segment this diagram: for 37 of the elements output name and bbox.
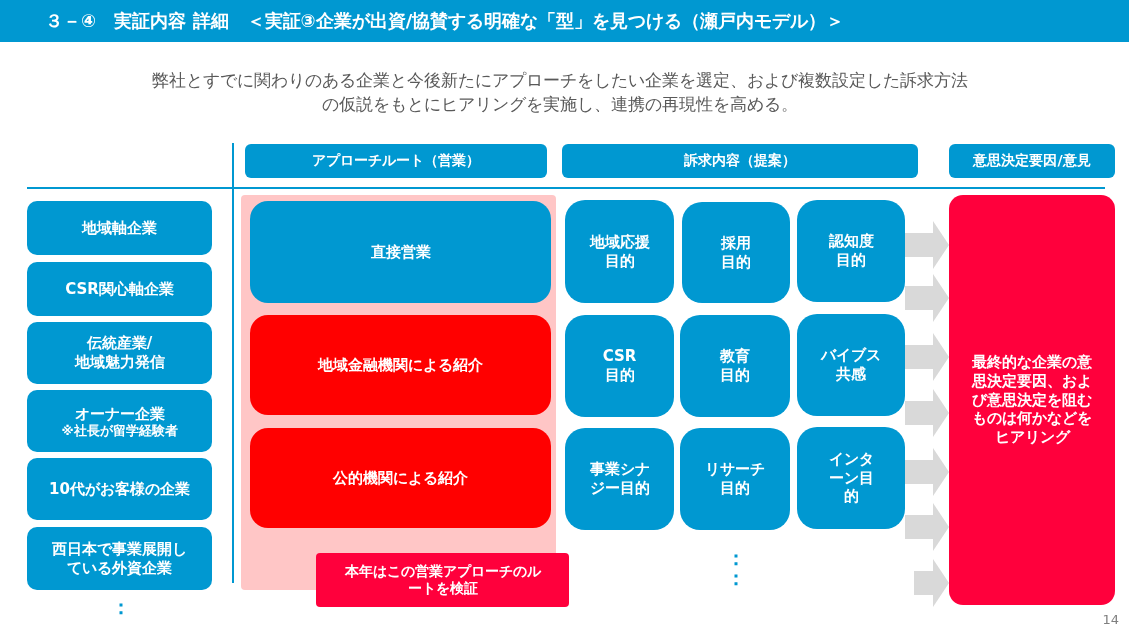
arrow [905,221,949,269]
appeal-box: リサーチ目的 [680,428,790,530]
subtitle: 弊社とすでに関わりのある企業と今後新たにアプローチをしたい企業を選定、および複数設定した訴求方法の仮説をもとにヒアリングを実施し、連携の再現性を高める。 [151,69,969,116]
category-box: CSR関心軸企業 [27,262,212,316]
category-box [27,390,212,452]
note-box: 本年はこの営業アプローチのルートを検証 [316,553,569,607]
route-box: 公的機関による紹介 [250,428,551,528]
arrow [905,448,949,496]
route-box: 直接営業 [250,201,551,303]
arrow [905,389,949,437]
column-header: 訴求内容（提案） [562,144,918,178]
appeal-box: CSR目的 [565,315,674,417]
category-box: 地域軸企業 [27,201,212,255]
arrow [905,274,949,322]
box-note: ※社長が留学経験者 [61,422,178,438]
appeal-box: 事業シナジー目的 [565,428,674,530]
appeal-box: 教育目的 [680,315,790,417]
appeal-box: インターン目的 [797,427,905,529]
appeal-box: 地域応援目的 [565,200,674,303]
appeal-box: 認知度目的 [797,200,905,302]
appeal-box: 採用目的 [682,202,790,303]
column-header: 意思決定要因/意見 [949,144,1115,178]
box-heading: オーナー企業 [74,404,165,423]
continuation-dots: ：： [725,548,747,588]
route-box: 地域金融機関による紹介 [250,315,551,415]
continuation-dots: ： [110,596,132,618]
appeal-box: バイブス共感 [797,314,905,416]
arrow [905,503,949,551]
page-number: 14 [1102,612,1119,628]
category-box: 西日本で事業展開している外資企業 [27,527,212,590]
column-header: アプローチルート（営業） [245,144,547,178]
arrow [914,559,949,607]
arrow [905,333,949,381]
title-text: ３－④ 実証内容 詳細 ＜実証③企業が出資/協賛する明確な「型」を見つける（瀬戸内モデル）＞ [45,9,845,33]
summary-box: 最終的な企業の意思決定要因、および意思決定を阻むものは何かなどをヒアリング [949,195,1115,605]
category-box: 伝統産業/地域魅力発信 [27,322,212,384]
category-box: 10代がお客様の企業 [27,458,212,520]
